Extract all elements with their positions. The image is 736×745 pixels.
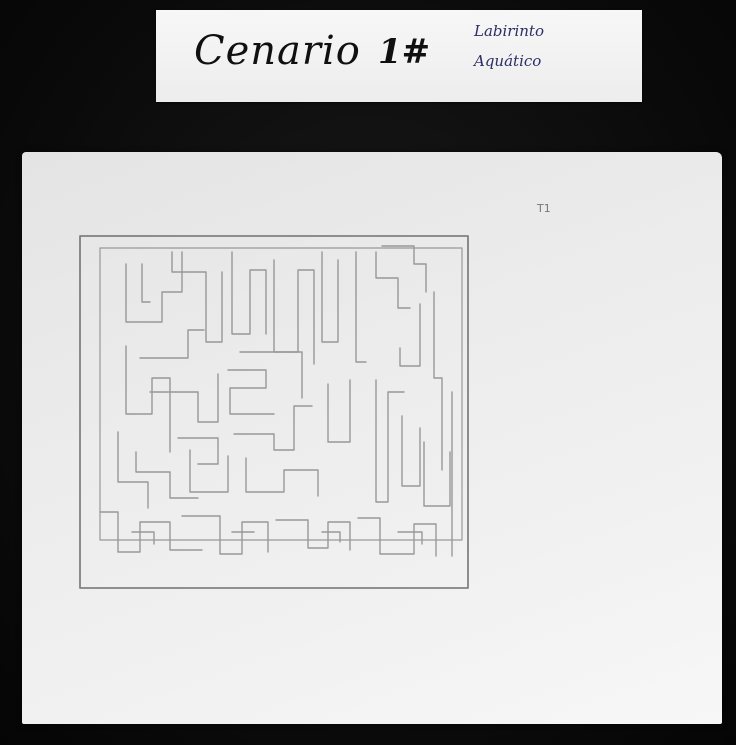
scenario-label-card: Cenario 1# Labirinto Aquático <box>156 10 642 102</box>
label-subtitle-line1: Labirinto <box>474 22 544 40</box>
maze-inner-border <box>100 248 462 540</box>
paper-sheet: T1 <box>22 152 722 724</box>
label-title: Cenario <box>194 28 361 74</box>
label-subtitle-line2: Aquático <box>474 52 541 70</box>
label-number: 1# <box>378 32 430 72</box>
maze-drawing <box>22 152 722 724</box>
